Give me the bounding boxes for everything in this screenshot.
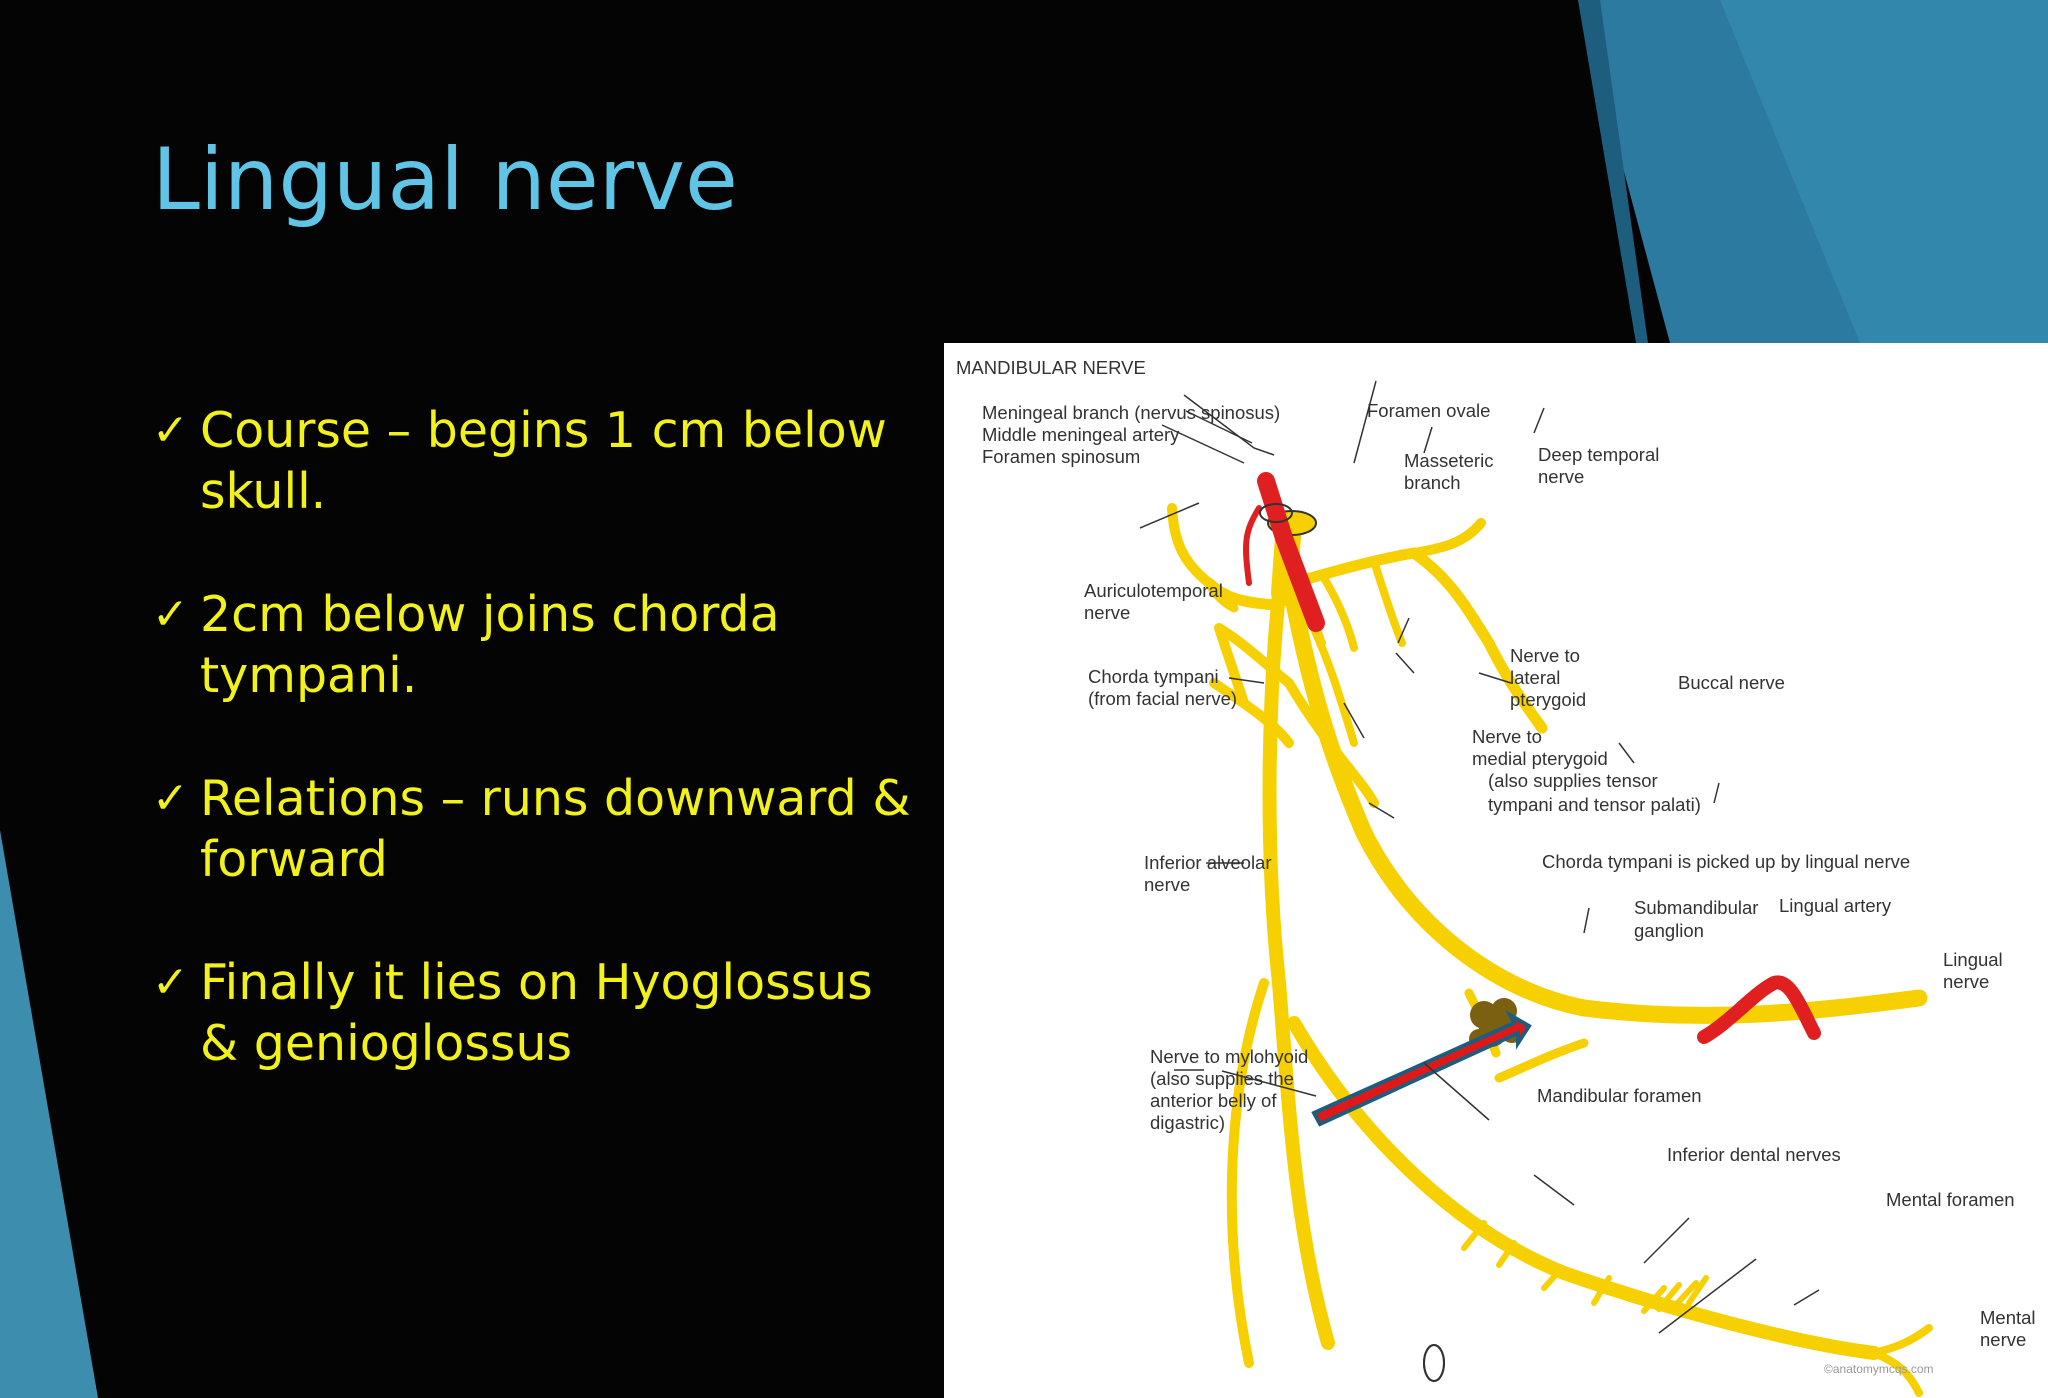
label-chorda-tympani-line1: Chorda tympani (1088, 666, 1219, 687)
label-mylohyoid-line4: digastric) (1150, 1112, 1225, 1133)
bottom-left-accent-shape (0, 830, 98, 1398)
label-mylohyoid-line3: anterior belly of (1150, 1090, 1277, 1111)
label-inferior-alveolar-line2: nerve (1144, 874, 1190, 895)
bullet-text: Finally it lies on Hyoglossus & genioglo… (200, 954, 873, 1072)
bullet-item: ✓ Relations – runs downward & forward (152, 768, 912, 890)
label-auriculotemporal-line1: Auriculotemporal (1084, 580, 1223, 601)
label-masseteric-line2: branch (1404, 472, 1461, 493)
check-icon: ✓ (152, 405, 189, 456)
check-icon: ✓ (152, 773, 189, 824)
label-lingual-nerve-line2: nerve (1943, 971, 1989, 992)
bullet-text: 2cm below joins chorda tympani. (200, 586, 780, 704)
bullet-list: ✓ Course – begins 1 cm below skull. ✓ 2c… (152, 400, 912, 1136)
label-inferior-dental-nerves: Inferior dental nerves (1667, 1144, 1841, 1165)
label-masseteric-line1: Masseteric (1404, 450, 1493, 471)
label-nerve-lateral-pterygoid-line3: pterygoid (1510, 689, 1586, 710)
label-lingual-artery: Lingual artery (1779, 895, 1892, 916)
label-nerve-medial-pterygoid-line4: tympani and tensor palati) (1488, 794, 1701, 815)
bullet-item: ✓ Finally it lies on Hyoglossus & geniog… (152, 952, 912, 1074)
bullet-text: Relations – runs downward & forward (200, 770, 911, 888)
label-mylohyoid-line1: Nerve to mylohyoid (1150, 1046, 1308, 1067)
label-nerve-medial-pterygoid-line2: medial pterygoid (1472, 748, 1608, 769)
label-foramen-ovale: Foramen ovale (1367, 400, 1490, 421)
watermark: ©anatomymcqs.com (1824, 1362, 1934, 1376)
label-deep-temporal-line2: nerve (1538, 466, 1584, 487)
label-meningeal-branch: Meningeal branch (nervus spinosus) (982, 402, 1280, 423)
artery-paths (1243, 472, 1821, 1044)
check-icon: ✓ (152, 957, 189, 1008)
label-foramen-spinosum: Foramen spinosum (982, 446, 1140, 467)
nerve-paths (1167, 503, 1933, 1397)
red-arrow (1311, 1009, 1532, 1127)
leader-lines (1139, 380, 1820, 1334)
bullet-item: ✓ Course – begins 1 cm below skull. (152, 400, 912, 522)
label-nerve-lateral-pterygoid-line1: Nerve to (1510, 645, 1580, 666)
label-middle-meningeal-artery: Middle meningeal artery (982, 424, 1180, 445)
diagram-heading: MANDIBULAR NERVE (956, 357, 1146, 378)
bullet-item: ✓ 2cm below joins chorda tympani. (152, 584, 912, 706)
mandibular-nerve-diagram: MANDIBULAR NERVE Meningeal branch (nervu… (944, 343, 2048, 1398)
label-submandibular-line2: ganglion (1634, 920, 1704, 941)
label-mental-nerve-line2: nerve (1980, 1329, 2026, 1350)
label-nerve-medial-pterygoid-line3: (also supplies tensor (1488, 770, 1658, 791)
label-lingual-nerve-line1: Lingual (1943, 949, 2003, 970)
label-nerve-lateral-pterygoid-line2: lateral (1510, 667, 1560, 688)
label-deep-temporal-line1: Deep temporal (1538, 444, 1659, 465)
label-mandibular-foramen: Mandibular foramen (1537, 1085, 1702, 1106)
label-nerve-medial-pterygoid-line1: Nerve to (1472, 726, 1542, 747)
label-mental-nerve-line1: Mental (1980, 1307, 2036, 1328)
bullet-text: Course – begins 1 cm below skull. (200, 402, 887, 520)
slide-title: Lingual nerve (152, 130, 738, 230)
label-buccal-nerve: Buccal nerve (1678, 672, 1785, 693)
label-submandibular-line1: Submandibular (1634, 897, 1758, 918)
foramen-spinosum-ring (1259, 503, 1293, 523)
check-icon: ✓ (152, 589, 189, 640)
label-auriculotemporal-line2: nerve (1084, 602, 1130, 623)
label-inferior-alveolar-line1: Inferior alveolar (1144, 852, 1272, 873)
label-chorda-picked-up: Chorda tympani is picked up by lingual n… (1542, 851, 1910, 872)
label-mylohyoid-line2: (also supplies the (1150, 1068, 1294, 1089)
label-mental-foramen: Mental foramen (1886, 1189, 2015, 1210)
label-chorda-tympani-line2: (from facial nerve) (1088, 688, 1237, 709)
